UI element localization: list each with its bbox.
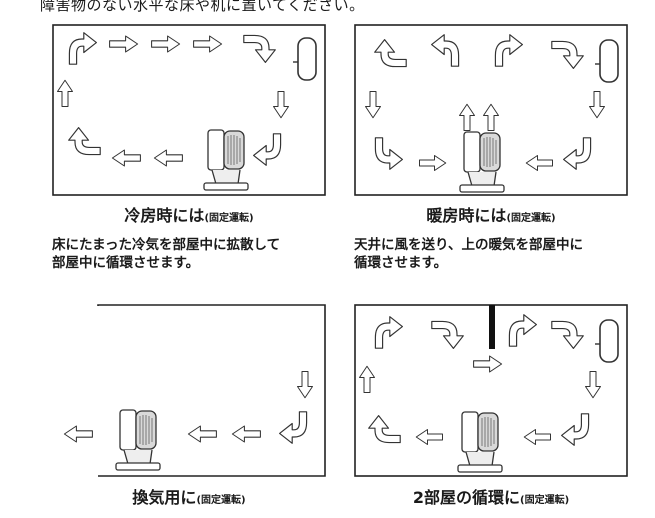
cooling-desc-line-2: 部屋中に循環させます。 <box>52 255 200 271</box>
cooling-diagram <box>52 24 326 196</box>
two-room-caption: 2部屋の循環に(固定運転) <box>354 484 628 508</box>
cooling-desc-line-1: 床にたまった冷気を部屋中に拡散して <box>52 237 281 253</box>
cooling-caption: 冷房時には(固定運転) <box>52 202 326 226</box>
instruction-header: 障害物のない水平な床や机に置いてください。 <box>40 0 365 14</box>
heating-note: (固定運転) <box>506 213 556 224</box>
ventilation-caption: 換気用に(固定運転) <box>52 484 326 508</box>
heating-desc-line-2: 循環させます。 <box>354 255 448 271</box>
heating-description: 天井に風を送り、上の暖気を部屋中に 循環させます。 <box>354 236 583 272</box>
two-room-diagram <box>354 304 628 477</box>
ventilation-diagram <box>63 304 326 477</box>
heating-title: 暖房時には <box>426 206 507 225</box>
cooling-note: (固定運転) <box>204 213 254 224</box>
cooling-title: 冷房時には <box>124 206 205 225</box>
heating-desc-line-1: 天井に風を送り、上の暖気を部屋中に <box>354 237 583 253</box>
heating-diagram <box>354 24 628 196</box>
two-room-note: (固定運転) <box>520 495 570 506</box>
cooling-description: 床にたまった冷気を部屋中に拡散して 部屋中に循環させます。 <box>52 236 280 272</box>
ventilation-note: (固定運転) <box>196 495 246 506</box>
ventilation-title: 換気用に <box>132 488 197 507</box>
wall-partition-icon <box>489 305 495 349</box>
two-room-title: 2部屋の循環に <box>412 488 520 507</box>
heating-caption: 暖房時には(固定運転) <box>354 202 628 226</box>
arrow-icon <box>63 425 93 443</box>
